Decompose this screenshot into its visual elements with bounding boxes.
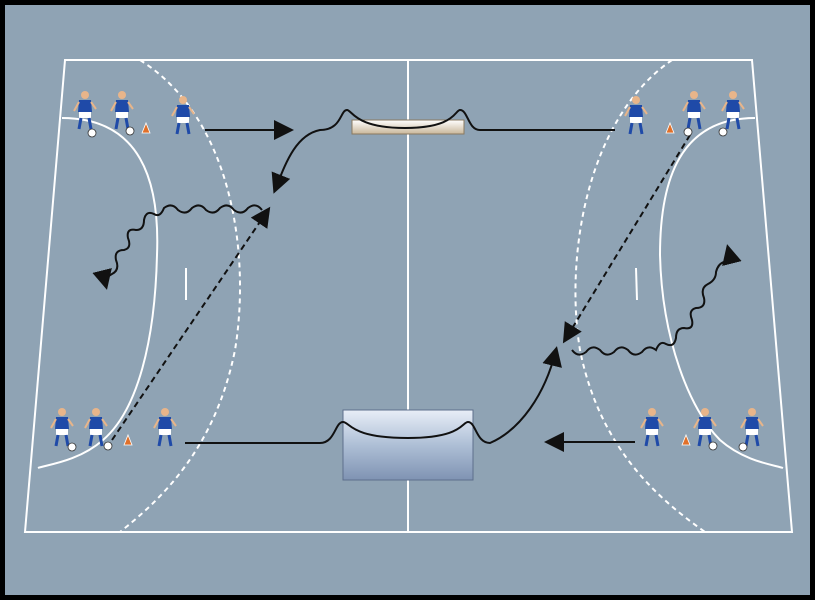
left-goal-area-line xyxy=(37,117,159,469)
right-pass-arrow xyxy=(562,134,691,344)
right-dribble-arrow xyxy=(571,244,742,356)
ball-left-bottom-1 xyxy=(67,442,77,452)
ball-right-top-2 xyxy=(718,127,728,137)
left-free-throw-line xyxy=(119,59,242,533)
ball-left-bottom-2 xyxy=(103,441,113,451)
left-dribble-arrow xyxy=(92,204,263,290)
court-boundary xyxy=(23,59,794,533)
ball-left-top-2 xyxy=(125,126,135,136)
ball-right-top-1 xyxy=(683,127,693,137)
left-pass-arrow xyxy=(111,206,271,441)
ball-right-bottom-2 xyxy=(738,442,748,452)
box-bottom xyxy=(342,409,474,481)
right-penalty-mark xyxy=(635,267,638,301)
top-run-path-over-bench xyxy=(271,108,481,194)
bottom-run-path-over-box xyxy=(185,346,562,445)
ball-left-top-1 xyxy=(87,128,97,138)
right-goal-area-line xyxy=(658,117,784,469)
ball-right-bottom-1 xyxy=(708,441,718,451)
